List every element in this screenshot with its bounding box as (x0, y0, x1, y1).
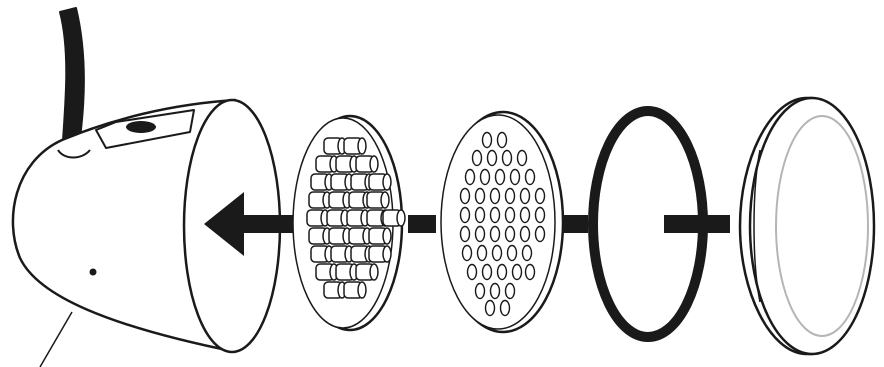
disc-hole (496, 170, 505, 185)
led-peg-tip (397, 210, 405, 226)
disc-hole (526, 265, 535, 280)
disc-hole (473, 151, 482, 166)
led-array-icon (293, 116, 405, 330)
disc-hole (503, 151, 512, 166)
disc-hole (491, 208, 500, 223)
led-peg-tip (358, 138, 366, 154)
disc-hole (498, 265, 507, 280)
disc-hole (536, 189, 545, 204)
disc-hole (506, 227, 515, 242)
disc-hole (478, 246, 487, 261)
disc-hole (476, 189, 485, 204)
disc-hole (526, 170, 535, 185)
perforated-disc-icon (441, 112, 563, 332)
disc-hole (511, 170, 520, 185)
disc-hole (501, 301, 510, 316)
disc-hole (498, 133, 507, 148)
disc-hole (493, 246, 502, 261)
lamp-housing-icon (13, 8, 280, 367)
disc-hole (483, 133, 492, 148)
disc-hole (461, 208, 470, 223)
disc-hole (506, 208, 515, 223)
disc-hole (483, 265, 492, 280)
disc-hole (488, 151, 497, 166)
disc-hole (486, 301, 495, 316)
disc-hole (491, 227, 500, 242)
leader-line (40, 312, 72, 367)
disc-hole (518, 151, 527, 166)
disc-hole (468, 265, 477, 280)
disc-hole (476, 284, 485, 299)
disc-hole (481, 170, 490, 185)
disc-hole (521, 227, 530, 242)
disc-hole (521, 189, 530, 204)
end-cap-icon (740, 98, 874, 354)
led-peg-tip (358, 282, 366, 298)
led-peg-tip (381, 192, 389, 208)
disc-hole (508, 246, 517, 261)
led-peg-tip (370, 156, 378, 172)
disc-hole (476, 227, 485, 242)
led-peg-tip (383, 246, 391, 262)
disc-hole (491, 284, 500, 299)
disc-hole (536, 208, 545, 223)
disc-hole (506, 284, 515, 299)
power-button (126, 121, 156, 133)
cap-face (750, 98, 874, 354)
disc-hole (476, 208, 485, 223)
spacer-bar (664, 215, 730, 233)
spacer-bar (408, 215, 436, 233)
spacer-bar (562, 215, 588, 233)
led-peg-tip (383, 228, 391, 244)
indicator-dot (90, 269, 97, 276)
disc-hole (506, 189, 515, 204)
disc-hole (521, 208, 530, 223)
disc-hole (461, 227, 470, 242)
disc-hole (466, 170, 475, 185)
disc-hole (461, 189, 470, 204)
disc-hole (491, 189, 500, 204)
disc-hole (513, 265, 522, 280)
disc-hole (536, 227, 545, 242)
led-peg-tip (383, 174, 391, 190)
disc-hole (463, 246, 472, 261)
disc-hole (523, 246, 532, 261)
led-peg-tip (370, 264, 378, 280)
